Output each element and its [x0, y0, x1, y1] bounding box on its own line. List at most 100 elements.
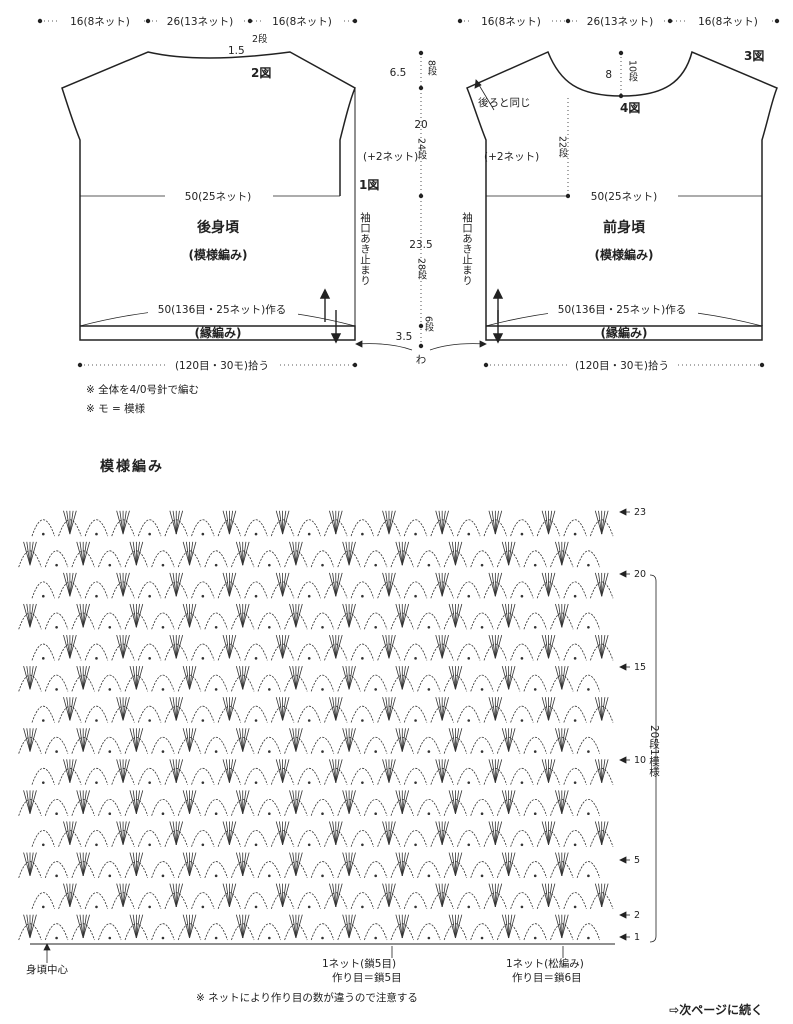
shell-stitch [448, 728, 456, 752]
shell-stitch [348, 541, 356, 566]
shell-stitch [242, 852, 250, 876]
sc-stitch [374, 750, 377, 753]
sc-stitch [41, 594, 45, 598]
sc-stitch [414, 781, 417, 784]
sc-stitch [361, 594, 364, 598]
shell-stitch [448, 666, 456, 690]
shell-stitch [26, 666, 31, 690]
sc-stitch [480, 688, 484, 691]
shell-stitch [385, 572, 390, 597]
shell-stitch [189, 914, 194, 939]
shell-stitch [598, 510, 603, 535]
shell-stitch [345, 914, 350, 939]
shell-stitch [508, 541, 516, 566]
shell-stitch [239, 666, 244, 690]
back-neck-drop-cm: 1.5 [228, 45, 245, 57]
shell-stitch [601, 572, 609, 597]
vdim-2-cm: 20 [414, 119, 427, 131]
chain-arch [403, 705, 428, 723]
next-page-link[interactable]: ⇨次ページに続く [669, 1003, 763, 1017]
shell-stitch [122, 697, 130, 721]
sc-stitch [148, 781, 151, 784]
shell-stitch [348, 666, 356, 690]
shell-stitch [29, 852, 37, 876]
shell-stitch [508, 852, 513, 876]
shell-stitch [116, 572, 124, 597]
shell-stitch [182, 728, 190, 752]
chain-arch [510, 892, 534, 910]
shell-stitch [441, 510, 446, 535]
chain-arch [31, 830, 55, 847]
chain-arch [137, 581, 162, 599]
shell-stitch [594, 759, 603, 783]
shell-stitch [132, 852, 137, 876]
shell-stitch [455, 728, 463, 752]
shell-stitch [289, 603, 297, 628]
shell-stitch [185, 603, 190, 628]
sc-stitch [307, 532, 311, 536]
shell-stitch [26, 914, 31, 939]
shell-stitch [335, 697, 343, 721]
shell-stitch [229, 572, 237, 597]
shell-stitch [185, 666, 190, 690]
shell-stitch [129, 914, 137, 939]
shell-stitch [342, 541, 350, 566]
chain-arch [310, 861, 335, 878]
shell-stitch [401, 541, 410, 566]
shell-stitch [342, 790, 350, 814]
shell-stitch [189, 790, 197, 814]
shell-stitch [491, 759, 496, 783]
shell-stitch [401, 666, 406, 690]
shell-stitch [401, 914, 410, 939]
chain-arch [470, 550, 494, 568]
shell-stitch [345, 728, 350, 752]
shell-stitch [494, 510, 499, 535]
sc-stitch [321, 750, 324, 753]
chain-arch [563, 519, 587, 537]
chain-arch [297, 892, 321, 910]
shell-stitch [242, 541, 250, 566]
chain-arch [470, 923, 494, 941]
shell-stitch [388, 759, 393, 783]
shell-stitch [441, 572, 446, 597]
shell-stitch [275, 572, 283, 597]
shell-stitch [66, 634, 71, 659]
chain-arch [44, 550, 69, 568]
chain-arch [350, 519, 375, 537]
shell-stitch [601, 821, 606, 845]
sc-stitch [321, 563, 324, 567]
shell-stitch [441, 883, 449, 908]
chain-arch [310, 923, 335, 941]
front-fig-label-a: 3図 [744, 49, 764, 63]
shell-stitch [561, 914, 569, 939]
sc-stitch [41, 781, 45, 784]
shell-stitch [505, 666, 510, 690]
shell-stitch [185, 541, 190, 566]
chain-arch [44, 799, 69, 816]
back-start-label: 50(136目・25ネット)作る [158, 304, 286, 316]
sc-stitch [520, 843, 524, 847]
shell-stitch [189, 541, 197, 566]
sc-stitch [361, 781, 364, 784]
shell-stitch [182, 914, 190, 939]
sc-stitch [307, 905, 311, 909]
shell-stitch [501, 790, 510, 814]
shell-stitch [79, 728, 84, 752]
shell-stitch [76, 914, 84, 939]
shell-stitch [441, 510, 449, 535]
shell-stitch [292, 852, 297, 876]
shell-stitch [182, 790, 190, 814]
sc-stitch [467, 657, 471, 660]
sc-stitch [374, 874, 377, 878]
shell-stitch [541, 634, 549, 659]
chain-arch [31, 643, 55, 661]
chain-arch [98, 736, 122, 754]
note-motif: ※ モ = 模様 [86, 403, 146, 415]
shell-stitch [225, 697, 230, 721]
front-pickup-dim [483, 362, 765, 368]
vdim-1-cm: 6.5 [390, 67, 407, 79]
sc-stitch [573, 719, 577, 722]
sc-stitch [307, 657, 311, 660]
row-mark-10: 10 [634, 755, 646, 766]
shell-stitch [119, 510, 124, 535]
